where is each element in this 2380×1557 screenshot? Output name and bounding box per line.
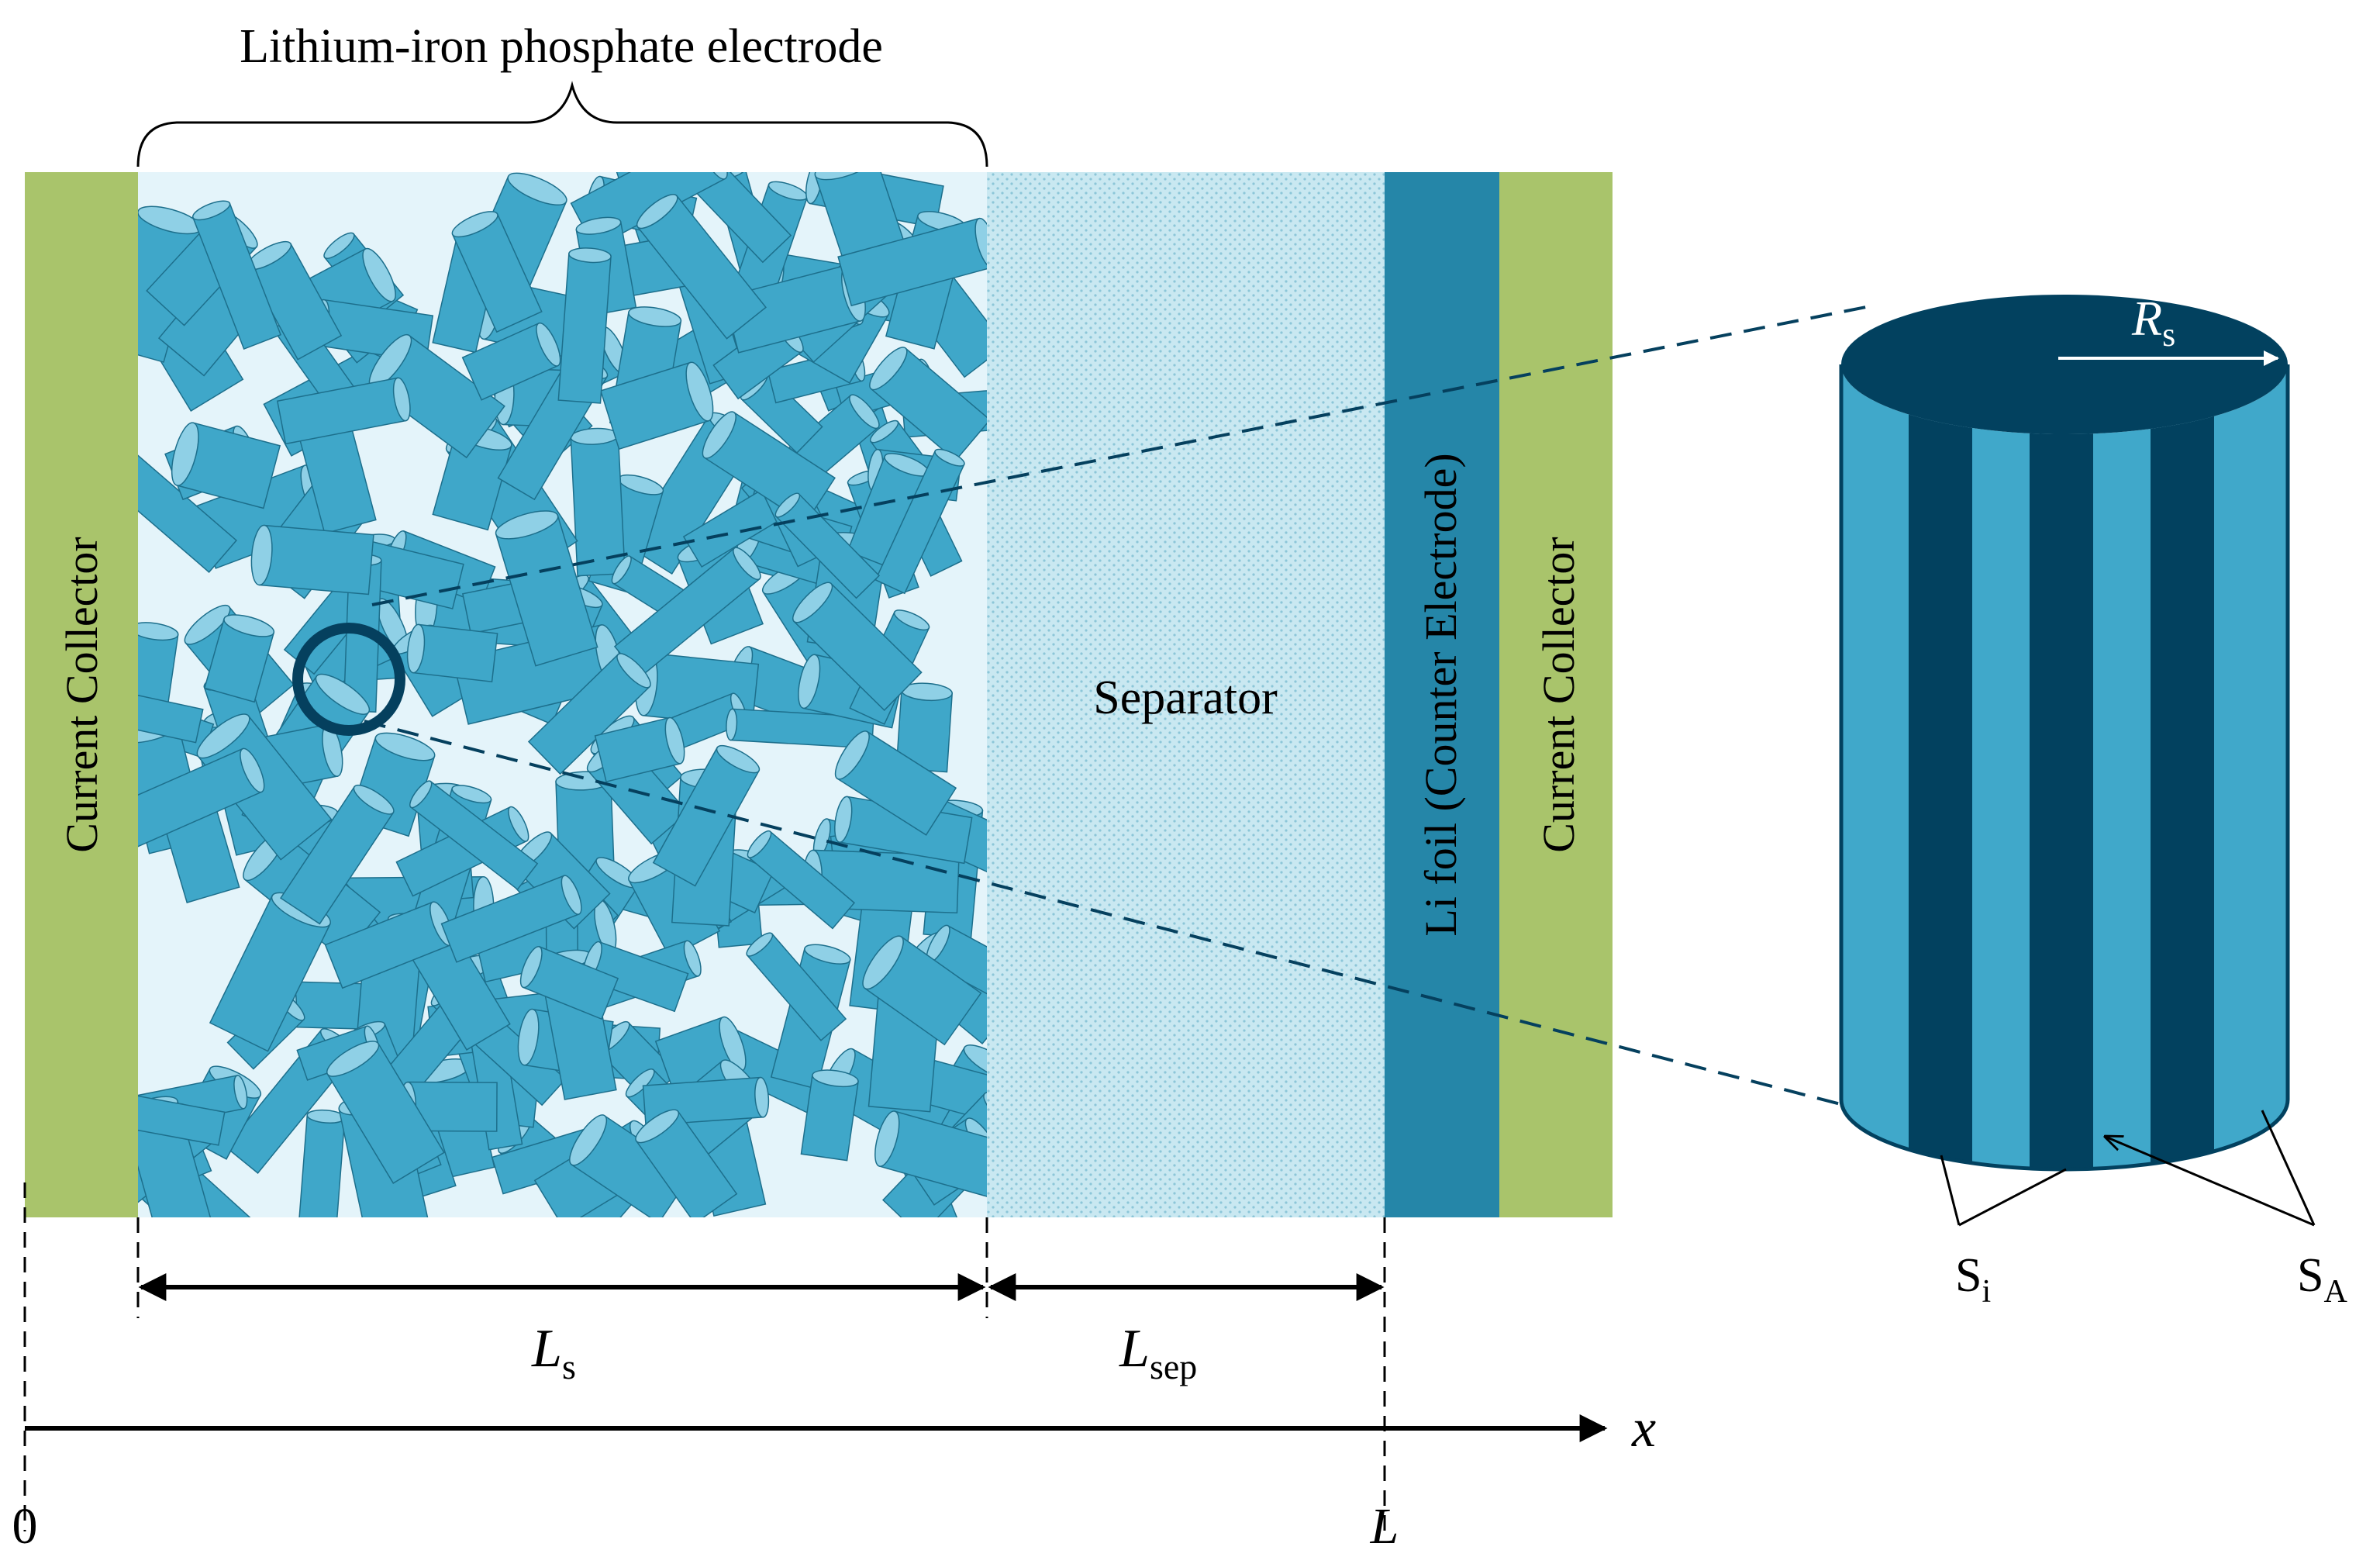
lfp-particle: [636, 194, 767, 340]
lfp-particle: [702, 411, 836, 524]
si-label: Si: [1955, 1249, 1991, 1310]
lfp-particle: [862, 935, 982, 1046]
lfp-particle: [557, 247, 612, 404]
lsep-label: Lsep: [1119, 1319, 1197, 1386]
lfp-particle: [297, 1109, 346, 1217]
left-current-collector: [25, 172, 138, 1217]
lfp-particle: [406, 623, 498, 683]
lfp-particle: [834, 730, 957, 836]
separator-region: [987, 172, 1385, 1217]
inactive-stripe: [2030, 364, 2093, 1169]
lfp-particle: [519, 945, 619, 1020]
projection-line-1: [371, 305, 1871, 606]
electrode-brace: [136, 81, 988, 167]
lfp-particle: [138, 687, 204, 744]
lfp-particle: [395, 806, 529, 897]
lfp-particle: [869, 347, 987, 461]
li-foil: [1385, 172, 1499, 1217]
lfp-particle: [138, 1094, 226, 1146]
rs-label: Rs: [2131, 291, 2175, 354]
cylinder-particle: [1839, 295, 2290, 1172]
projection-line-2: [364, 720, 1865, 1112]
lfp-particle: [527, 653, 651, 775]
x-axis-label: x: [1631, 1399, 1656, 1459]
electrode-brace-label: Lithium-iron phosphate electrode: [240, 20, 883, 73]
lfp-particle: [495, 510, 598, 667]
lfp-particle: [138, 747, 265, 849]
lfp-particle: [800, 1069, 859, 1162]
lfp-particle: [138, 622, 179, 708]
lfp-particle: [409, 780, 539, 891]
lfp-particle: [326, 1041, 445, 1184]
ls-label: Ls: [531, 1319, 576, 1386]
left-collector-label: Current Collector: [57, 537, 107, 853]
lfp-particle: [204, 614, 275, 703]
right-collector-label: Current Collector: [1533, 537, 1584, 853]
lfp-particle: [746, 932, 847, 1041]
lfp-particles: [138, 172, 987, 1217]
lfp-particle: [747, 830, 856, 930]
sa-pointers: [2106, 1110, 2316, 1227]
lfp-particle: [652, 744, 761, 887]
lfp-particle: [792, 582, 923, 712]
lfp-particle: [461, 322, 561, 401]
lfp-particle: [874, 448, 965, 595]
lfp-particle: [250, 524, 374, 596]
dimension-guides: [23, 1182, 1386, 1531]
lfp-particle: [280, 784, 395, 925]
lfp-particle: [451, 211, 543, 333]
lfp-particle: [837, 217, 987, 307]
lfp-particle: [613, 547, 761, 678]
lfp-particle: [594, 716, 685, 783]
end-label: L: [1370, 1498, 1399, 1555]
lfp-particle: [726, 708, 874, 749]
lfp-particle: [196, 713, 333, 861]
separator-label: Separator: [1093, 671, 1278, 724]
lfp-particle: [276, 377, 411, 445]
lfp-particle: [774, 492, 881, 599]
lfp-particle: [599, 361, 714, 451]
origin-label: 0: [12, 1498, 38, 1555]
lfp-particle: [635, 1109, 738, 1217]
lfp-particle: [440, 875, 582, 963]
inactive-stripe: [2151, 364, 2214, 1169]
lfp-particle: [874, 1110, 987, 1199]
sa-label: SA: [2297, 1249, 2347, 1310]
lfp-particle: [171, 422, 281, 509]
inactive-stripe: [1909, 364, 1972, 1169]
magnifier-circle: [292, 623, 405, 736]
li-foil-label: Li foil (Counter Electrode): [1416, 453, 1466, 936]
lfp-particle: [191, 200, 282, 350]
lfp-particle: [570, 427, 626, 577]
si-pointers: [1940, 1155, 2067, 1227]
right-current-collector: [1499, 172, 1613, 1217]
